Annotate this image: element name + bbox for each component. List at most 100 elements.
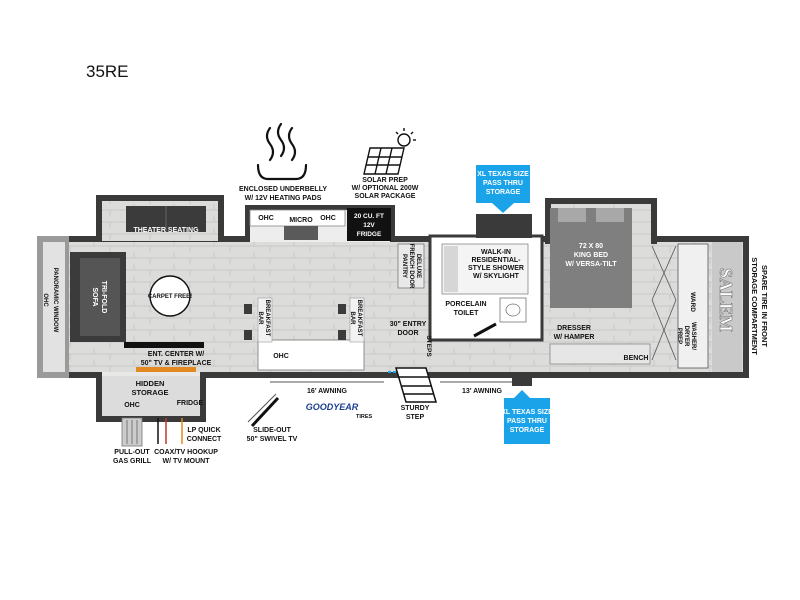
- pass-thru-callout-bottom: XL TEXAS SIZE PASS THRU STORAGE: [501, 390, 553, 444]
- svg-text:WARD: WARD: [689, 292, 696, 312]
- svg-text:SPARE TIRE IN FRONT: SPARE TIRE IN FRONT: [760, 265, 769, 347]
- awning-13-label: 13' AWNING: [462, 388, 502, 395]
- fridge: [347, 208, 391, 241]
- pantry: [397, 243, 425, 289]
- svg-text:STORAGE: STORAGE: [510, 427, 545, 434]
- svg-text:STYLE SHOWER: STYLE SHOWER: [468, 265, 524, 272]
- theater-seating-label: THEATER SEATING: [133, 227, 199, 234]
- svg-text:HIDDEN: HIDDEN: [136, 379, 165, 388]
- svg-text:72 X 80: 72 X 80: [579, 243, 603, 250]
- ent-center: [124, 342, 204, 348]
- pass-thru-storage-bottom: [512, 374, 532, 386]
- svg-text:STORAGE: STORAGE: [132, 388, 169, 397]
- stools-right: [338, 304, 346, 340]
- svg-text:PANORAMIC WINDOW: PANORAMIC WINDOW: [52, 268, 58, 333]
- svg-text:PASS THRU: PASS THRU: [483, 180, 523, 187]
- svg-text:OHC: OHC: [273, 353, 289, 360]
- svg-text:RESIDENTIAL-: RESIDENTIAL-: [472, 257, 522, 264]
- svg-text:PANTRY: PANTRY: [401, 254, 407, 278]
- svg-text:CONNECT: CONNECT: [187, 436, 222, 443]
- dresser: [549, 343, 651, 365]
- carpet-free-badge: [149, 275, 191, 317]
- svg-text:30" ENTRY: 30" ENTRY: [390, 321, 427, 328]
- svg-text:COAX/TV HOOKUP: COAX/TV HOOKUP: [154, 449, 218, 456]
- ohc-kitchen-right: OHC: [320, 215, 336, 222]
- wardrobe-area: [651, 243, 709, 369]
- svg-text:50" SWIVEL TV: 50" SWIVEL TV: [247, 436, 298, 443]
- svg-text:SOFA: SOFA: [91, 287, 98, 306]
- svg-text:DRESSER: DRESSER: [557, 325, 591, 332]
- svg-text:20 CU. FT: 20 CU. FT: [354, 213, 384, 220]
- svg-text:W/ SKYLIGHT: W/ SKYLIGHT: [473, 273, 520, 280]
- svg-text:TIRES: TIRES: [356, 414, 373, 420]
- solar-line2: W/ OPTIONAL 200W: [352, 185, 419, 192]
- svg-text:BREAKFAST: BREAKFAST: [264, 300, 270, 337]
- svg-text:OHC: OHC: [124, 402, 140, 409]
- svg-text:PREP: PREP: [676, 328, 682, 344]
- pass-thru-storage-top: [476, 214, 532, 238]
- king-bed: [550, 208, 632, 308]
- fireplace: [136, 367, 196, 372]
- svg-text:XL TEXAS SIZE: XL TEXAS SIZE: [501, 409, 553, 416]
- svg-text:SLIDE-OUT: SLIDE-OUT: [253, 427, 291, 434]
- svg-text:PORCELAIN: PORCELAIN: [445, 301, 486, 308]
- solar-panel-icon: [363, 128, 416, 175]
- svg-text:WALK-IN: WALK-IN: [481, 249, 511, 256]
- svg-text:OHC: OHC: [42, 293, 48, 307]
- svg-text:12V: 12V: [363, 222, 375, 229]
- hidden-storage: [102, 376, 200, 416]
- svg-text:W/ VERSA-TILT: W/ VERSA-TILT: [565, 261, 617, 268]
- slide-out-tv-icon: [250, 396, 280, 428]
- svg-text:TOILET: TOILET: [454, 310, 479, 317]
- solar-line1: SOLAR PREP: [362, 177, 408, 184]
- svg-text:KING BED: KING BED: [574, 252, 608, 259]
- svg-text:BAR: BAR: [349, 312, 355, 326]
- lavatory-sink: [499, 297, 527, 323]
- goodyear-logo: GOODYEAR: [306, 402, 359, 412]
- underbelly-line1: ENCLOSED UNDERBELLY: [239, 186, 327, 193]
- sturdy-step-icon: [394, 367, 438, 403]
- svg-text:ENT. CENTER W/: ENT. CENTER W/: [148, 351, 204, 358]
- svg-text:W/ HAMPER: W/ HAMPER: [554, 334, 595, 341]
- svg-text:TRI-FOLD: TRI-FOLD: [100, 281, 107, 314]
- model-name: 35RE: [86, 62, 129, 81]
- svg-text:PULL-OUT: PULL-OUT: [114, 449, 150, 456]
- ohc-kitchen-left: OHC: [258, 215, 274, 222]
- svg-text:XL TEXAS SIZE: XL TEXAS SIZE: [477, 171, 529, 178]
- svg-text:STURDY: STURDY: [401, 405, 430, 412]
- svg-text:FRENCH DOOR: FRENCH DOOR: [408, 244, 414, 289]
- bath-door: [473, 322, 497, 338]
- svg-text:CARPET FREE!: CARPET FREE!: [148, 294, 192, 300]
- svg-text:PASS THRU: PASS THRU: [507, 418, 547, 425]
- svg-text:STEPS: STEPS: [425, 335, 432, 357]
- heat-waves-icon: [256, 122, 308, 181]
- svg-text:50" TV & FIREPLACE: 50" TV & FIREPLACE: [141, 360, 212, 367]
- svg-text:W/ TV MOUNT: W/ TV MOUNT: [162, 458, 210, 465]
- breakfast-bar-right: [349, 297, 365, 343]
- svg-text:FRIDGE: FRIDGE: [357, 231, 382, 238]
- solar-line3: SOLAR PACKAGE: [355, 193, 416, 200]
- svg-text:BAR: BAR: [257, 312, 263, 326]
- svg-text:LP QUICK: LP QUICK: [187, 427, 220, 434]
- svg-text:GAS GRILL: GAS GRILL: [113, 458, 152, 465]
- underbelly-line2: W/ 12V HEATING PADS: [245, 195, 322, 202]
- stools-left: [244, 304, 252, 340]
- micro-label: MICRO: [289, 217, 313, 224]
- awning-16-label: 16' AWNING: [307, 388, 347, 395]
- brand-logo: SALEM: [716, 268, 736, 332]
- pass-thru-callout-top: XL TEXAS SIZE PASS THRU STORAGE: [476, 165, 530, 213]
- breakfast-bar-left: [257, 297, 273, 343]
- svg-text:BENCH: BENCH: [624, 355, 649, 362]
- front-cap: [712, 242, 742, 372]
- svg-text:BREAKFAST: BREAKFAST: [356, 300, 362, 337]
- svg-text:STORAGE COMPARTMENT: STORAGE COMPARTMENT: [750, 257, 759, 355]
- kitchen-island: [257, 339, 365, 371]
- svg-text:FRIDGE: FRIDGE: [177, 400, 204, 407]
- svg-text:STEP: STEP: [406, 414, 425, 421]
- svg-text:DELUXE: DELUXE: [415, 254, 421, 278]
- svg-text:DOOR: DOOR: [398, 330, 419, 337]
- svg-text:DRYER: DRYER: [683, 326, 689, 347]
- svg-text:STORAGE: STORAGE: [486, 189, 521, 196]
- sink: [284, 226, 318, 240]
